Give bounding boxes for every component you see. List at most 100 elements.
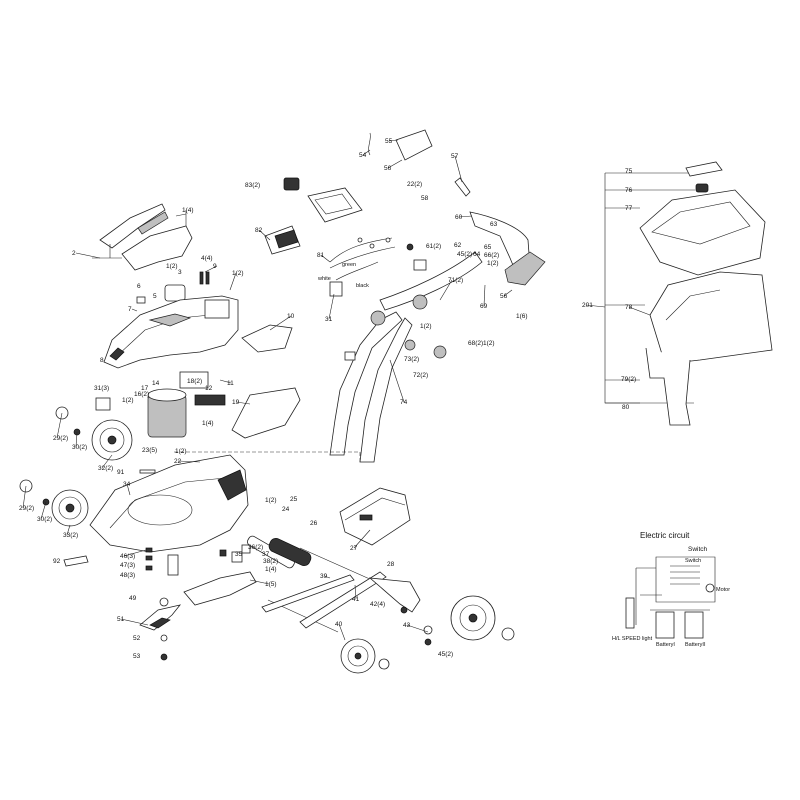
part-number-label: 47(3) xyxy=(120,562,135,569)
part-number-label: 56 xyxy=(500,293,508,300)
leader-line xyxy=(249,579,270,585)
part-number-label: 40 xyxy=(335,621,343,628)
upper-knob-parts xyxy=(136,271,210,304)
part-number-label: 31(3) xyxy=(94,385,109,392)
leader-line xyxy=(439,279,453,301)
part-number-label: 74 xyxy=(400,399,408,406)
circuit-title: Electric circuit xyxy=(640,531,690,540)
rear-roller xyxy=(261,537,387,633)
part-number-label: 56 xyxy=(384,165,392,172)
part-number-label: 63 xyxy=(490,221,498,228)
leader-line xyxy=(503,289,513,297)
leader-line xyxy=(389,359,405,403)
leader-line xyxy=(406,624,429,633)
leader-line xyxy=(258,229,271,241)
leader-line xyxy=(454,155,463,183)
part-number-label: 32(2) xyxy=(98,465,113,472)
part-number-label: 30(2) xyxy=(37,516,52,523)
rear-wheel-left xyxy=(55,406,133,461)
part-number-label: 17 xyxy=(141,385,149,392)
leader-line xyxy=(362,149,371,156)
rear-chute xyxy=(231,387,301,439)
part-number-label: 9 xyxy=(213,263,217,270)
part-number-label: 66(2) xyxy=(484,252,499,259)
cable-cover xyxy=(183,571,257,606)
part-number-label: 1(6) xyxy=(516,313,528,320)
leader-line xyxy=(388,139,399,142)
part-number-label: 33(2) xyxy=(63,532,78,539)
battery-cover xyxy=(339,487,411,546)
part-number-label: 22(2) xyxy=(407,181,422,188)
part-number-label: 76 xyxy=(625,187,633,194)
part-number-label: 65 xyxy=(484,244,492,251)
front-cover-piece xyxy=(99,203,166,249)
part-number-label: 1(2) xyxy=(175,448,187,455)
lid-cover xyxy=(241,324,293,353)
wire-harness: green white black xyxy=(317,237,396,297)
switch-label: Switch xyxy=(688,546,708,553)
part-number-label: 91 xyxy=(117,469,125,476)
part-number-label: 73(2) xyxy=(404,356,419,363)
leader-line xyxy=(354,584,357,600)
part-number-label: 30(2) xyxy=(72,444,87,451)
part-number-label: 61(2) xyxy=(426,243,441,250)
leader-line xyxy=(585,304,606,308)
leader-line xyxy=(204,265,218,273)
leader-line xyxy=(483,284,486,307)
wire-label-white: white xyxy=(317,276,331,282)
motor-cover-housing xyxy=(103,295,239,369)
part-number-label: 55 xyxy=(385,138,393,145)
part-labels: 21(4)1(2)4(4)91(2)673581018(2)111231(3)1… xyxy=(19,138,636,660)
part-number-label: 79(2) xyxy=(621,376,636,383)
part-number-label: 201 xyxy=(582,302,593,309)
part-number-label: 62 xyxy=(454,242,462,249)
part-number-label: 1(2) xyxy=(487,260,499,267)
part-number-label: 69 xyxy=(480,303,488,310)
part-number-label: 11 xyxy=(227,380,234,387)
flap-strip xyxy=(137,211,169,235)
leader-line xyxy=(628,306,651,316)
part-number-label: 18(2) xyxy=(187,378,202,385)
leader-line xyxy=(219,379,232,384)
part-number-label: 28 xyxy=(387,561,395,568)
part-number-label: 26 xyxy=(310,520,318,527)
part-number-label: 72(2) xyxy=(413,372,428,379)
part-number-label: 2 xyxy=(72,250,76,257)
part-number-label: 12 xyxy=(205,385,213,392)
wire-label-black: black xyxy=(356,283,369,289)
part-number-label: 35 xyxy=(235,551,243,558)
battery-parts xyxy=(264,177,363,255)
part-number-label: 43 xyxy=(403,622,411,629)
part-number-label: 92 xyxy=(53,558,61,565)
leader-line xyxy=(235,401,251,405)
part-number-label: 82 xyxy=(255,227,263,234)
leader-line xyxy=(120,618,149,626)
part-number-label: 77 xyxy=(625,205,633,212)
part-number-label: 1(4) xyxy=(265,566,277,573)
leader-line xyxy=(323,575,331,579)
part-number-label: 36(2) xyxy=(248,544,263,551)
height-adjust-parts xyxy=(368,577,433,646)
part-number-label: 4(4) xyxy=(201,255,213,262)
clip xyxy=(136,296,146,304)
leader-line xyxy=(320,254,331,263)
leader-line xyxy=(123,549,147,557)
leader-line xyxy=(126,483,131,496)
leader-line xyxy=(75,252,101,259)
part-number-label: 1(2) xyxy=(265,497,277,504)
motor-label: Motor xyxy=(716,587,730,593)
battery1-label: BatteryI xyxy=(656,642,675,648)
part-number-label: 25 xyxy=(290,496,298,503)
switch-inner-label: Switch xyxy=(685,558,701,564)
part-number-label: 22 xyxy=(174,458,182,465)
part-number-label: 83(2) xyxy=(245,182,260,189)
part-number-label: 1(2) xyxy=(232,270,244,277)
part-number-label: 19 xyxy=(232,399,240,406)
front-wheel-large xyxy=(450,595,515,641)
part-number-label: 57 xyxy=(451,153,459,160)
part-number-label: 60 xyxy=(455,214,463,221)
leader-line xyxy=(101,454,113,469)
motor-assembly xyxy=(95,371,226,438)
